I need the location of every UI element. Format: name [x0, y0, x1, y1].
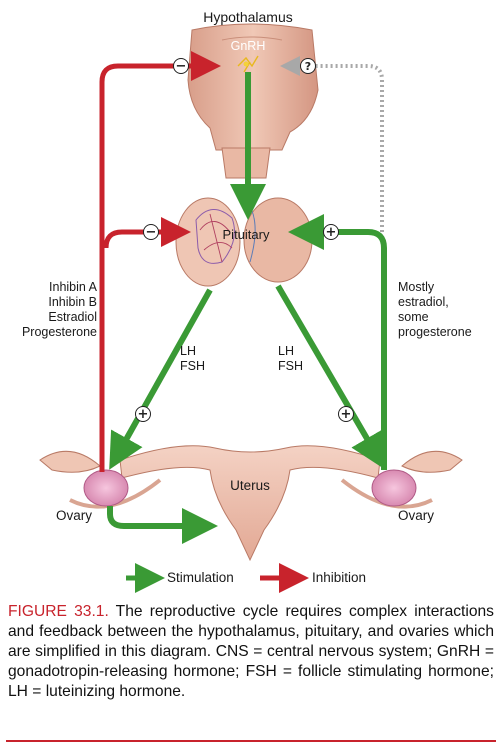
inhibition-to-pituitary-arrow	[103, 217, 191, 249]
ovary-right-label: Ovary	[398, 508, 435, 523]
inhibition-to-hypothalamus-arrow	[99, 51, 221, 472]
caption-divider	[6, 740, 496, 742]
gnrh-label: GnRH	[230, 39, 266, 53]
left-feedback-line: Inhibin A	[49, 280, 97, 294]
plus-sign-right-ovary: +	[338, 406, 354, 422]
minus-sign-pituitary: −	[143, 224, 159, 240]
question-sign: ?	[300, 58, 316, 74]
figure-label: FIGURE 33.1.	[8, 603, 109, 620]
lh-fsh-left-label: LH FSH	[180, 344, 205, 374]
figure-caption: FIGURE 33.1. The reproductive cycle requ…	[8, 602, 494, 702]
lh-fsh-right-label: LH FSH	[278, 344, 303, 374]
pituitary-gland	[175, 147, 313, 287]
left-feedback-line: Progesterone	[21, 325, 97, 339]
right-feedback-hormones: Mostly estradiol, some progesterone	[398, 280, 498, 340]
right-feedback-line: progesterone	[398, 325, 472, 339]
pituitary-label: Pituitary	[222, 227, 270, 242]
right-feedback-line: Mostly	[398, 280, 435, 294]
hypothalamus-label: Hypothalamus	[203, 9, 293, 25]
plus-sign-left-ovary: +	[135, 406, 151, 422]
plus-sign-pituitary: +	[323, 224, 339, 240]
positive-feedback-arrow	[288, 214, 387, 470]
left-feedback-line: Inhibin B	[48, 295, 97, 309]
left-feedback-hormones: Inhibin A Inhibin B Estradiol Progestero…	[0, 280, 97, 340]
left-feedback-line: Estradiol	[48, 310, 97, 324]
lh-fsh-arrow-left	[109, 288, 213, 470]
right-feedback-line: estradiol,	[398, 295, 449, 309]
lh-fsh-arrow-right	[275, 284, 386, 470]
caption-text: The reproductive cycle requires complex …	[8, 603, 494, 700]
gnrh-neurons	[237, 55, 259, 73]
lh-label: LH	[278, 344, 294, 358]
minus-sign-hypothalamus: −	[173, 58, 189, 74]
ovary-left-label: Ovary	[56, 508, 93, 523]
ovary-to-uterus-arrow	[107, 506, 218, 544]
fsh-label: FSH	[278, 359, 303, 373]
lh-label: LH	[180, 344, 196, 358]
fsh-label: FSH	[180, 359, 205, 373]
reproductive-cycle-diagram	[39, 23, 463, 593]
ovary-left	[83, 469, 129, 507]
ovary-right	[371, 469, 417, 507]
legend-stimulation-label: Stimulation	[167, 570, 234, 585]
legend-inhibition-label: Inhibition	[312, 570, 367, 585]
uterus-label: Uterus	[230, 478, 270, 493]
right-feedback-line: some	[398, 310, 429, 324]
